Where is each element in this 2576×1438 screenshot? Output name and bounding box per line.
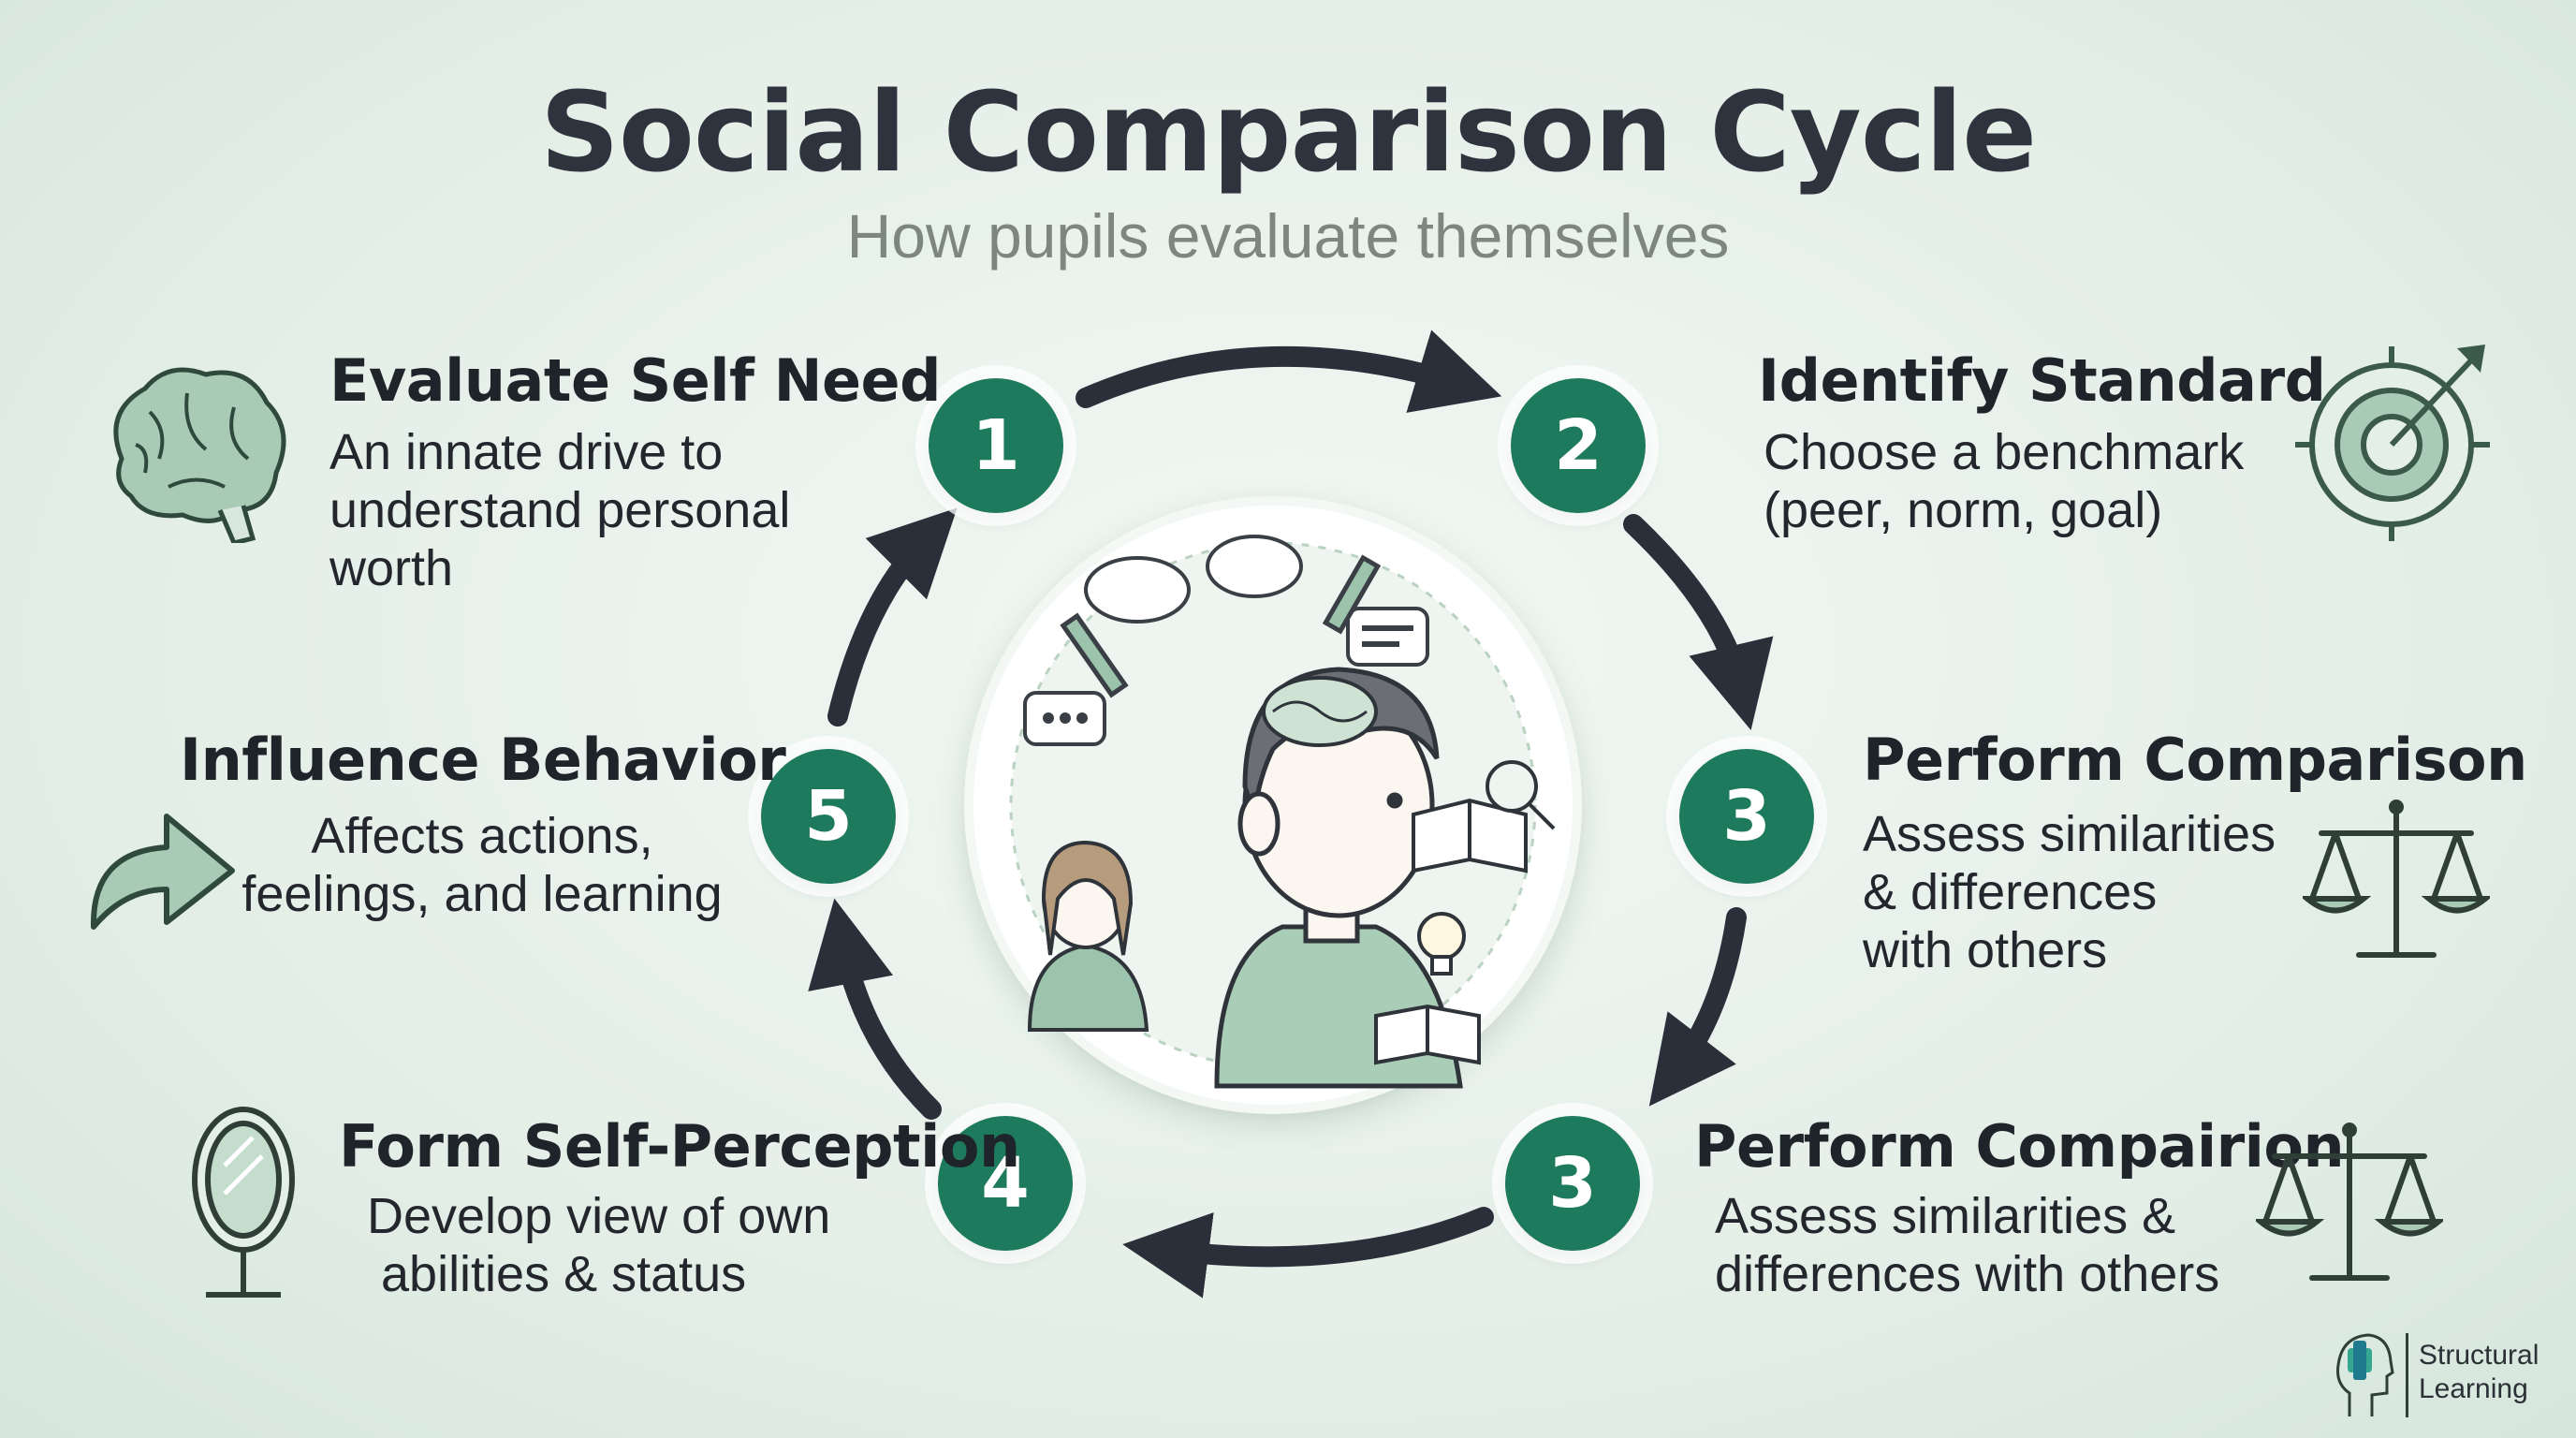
- step-4-desc-line-1: Develop view of own: [367, 1188, 831, 1244]
- mirror-icon: [192, 1107, 295, 1298]
- step-3-desc-line-2: & differences: [1863, 864, 2158, 920]
- arrow-1-to-2: [1076, 330, 1502, 413]
- step-5-desc-line-1: Affects actions,: [311, 808, 653, 864]
- center-illustration: [973, 506, 1573, 1105]
- step-2-desc-line-1: Choose a benchmark: [1764, 424, 2245, 480]
- step-3-title: Perform Comparison: [1863, 726, 2527, 794]
- diagram-subtitle: How pupils evaluate themselves: [846, 201, 1730, 271]
- step-badge-1: 1: [929, 378, 1063, 513]
- step-5-desc-line-2: feelings, and learning: [242, 866, 723, 922]
- step-4-desc-line-2: abilities & status: [367, 1246, 747, 1302]
- step-badge-5: 5: [761, 749, 896, 884]
- step-2-desc: Choose a benchmark (peer, norm, goal): [1764, 423, 2244, 539]
- arrow-3-to-3b: [1648, 907, 1747, 1107]
- step-3-desc: Assess similarities & differences with o…: [1863, 805, 2276, 979]
- step-1-desc-line-2: understand personal: [329, 482, 791, 538]
- step-1-desc: An innate drive to understand personal w…: [329, 423, 790, 597]
- step-badge-4: 4: [938, 1116, 1073, 1251]
- scales-icon: [2256, 1123, 2443, 1281]
- arrow-2-to-3: [1623, 514, 1774, 730]
- step-3b-desc: Assess similarities & differences with o…: [1715, 1187, 2219, 1303]
- step-3b-title: Perform Compairion: [1694, 1112, 2345, 1181]
- step-3b-desc-line-2: differences with others: [1715, 1246, 2220, 1302]
- step-4-desc: Develop view of own abilities & status: [367, 1187, 830, 1303]
- step-3-desc-line-3: with others: [1863, 922, 2108, 978]
- brand-logo: Structural Learning: [2331, 1324, 2555, 1427]
- target-icon: [2295, 345, 2490, 541]
- brand-line-2: Learning: [2419, 1373, 2528, 1404]
- step-1-title: Evaluate Self Need: [329, 346, 942, 415]
- step-5-title: Influence Behavior: [180, 726, 786, 794]
- arrow-4-to-5: [808, 898, 942, 1120]
- step-1-desc-line-1: An innate drive to: [329, 424, 724, 480]
- step-1-desc-line-3: worth: [329, 540, 454, 596]
- step-4-title: Form Self-Perception: [339, 1112, 1020, 1181]
- scales-icon: [2303, 800, 2490, 958]
- pupil-thinking-illustration: [1009, 535, 1556, 1089]
- brain-icon: [113, 367, 286, 543]
- brand-divider: [2406, 1333, 2408, 1417]
- step-badge-3: 3: [1679, 749, 1814, 884]
- step-2-desc-line-2: (peer, norm, goal): [1764, 482, 2163, 538]
- diagram-title: Social Comparison Cycle: [539, 67, 2037, 197]
- step-5-desc: Affects actions, feelings, and learning: [239, 807, 725, 923]
- arrow-3b-to-4: [1122, 1207, 1494, 1299]
- step-badge-3b: 3: [1505, 1116, 1640, 1251]
- step-badge-2: 2: [1511, 378, 1646, 513]
- step-2-title: Identify Standard: [1758, 346, 2326, 415]
- head-puzzle-icon: [2336, 1333, 2394, 1416]
- step-3b-desc-line-1: Assess similarities &: [1715, 1188, 2176, 1244]
- brand-line-1: Structural: [2419, 1340, 2539, 1371]
- curved-arrow-icon: [90, 814, 235, 930]
- arrow-5-to-1: [827, 507, 958, 726]
- step-3-desc-line-1: Assess similarities: [1863, 806, 2276, 862]
